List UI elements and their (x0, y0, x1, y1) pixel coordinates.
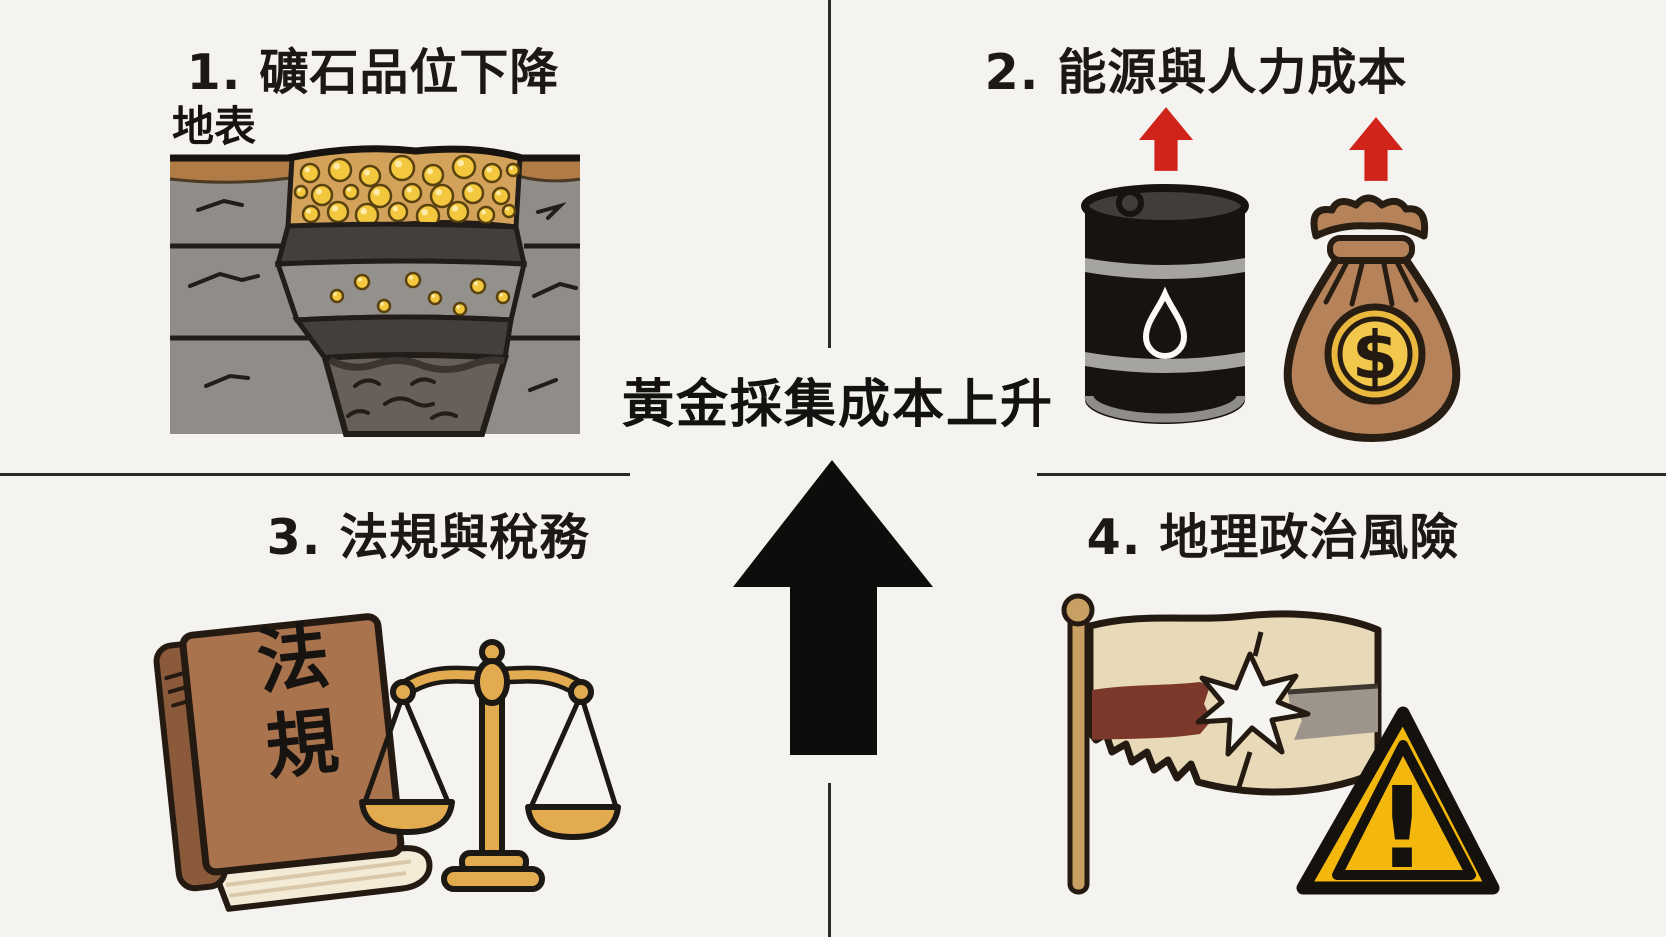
surface-label: 地表 (172, 102, 257, 151)
scale-post (479, 687, 505, 863)
quadrant3-title: 3. 法規與稅務 (266, 509, 590, 566)
rock-cracks (188, 198, 578, 392)
red-arrow-shape (1138, 107, 1194, 171)
barrel-band-top (1085, 258, 1245, 279)
dark-rock-band-2 (292, 314, 514, 361)
stripe-shadow (1287, 683, 1379, 695)
warning-triangle-ring (1332, 740, 1476, 880)
page-lines (226, 859, 412, 898)
barrel-cap (1116, 189, 1144, 217)
topsoil-edge (169, 174, 581, 184)
divider-vertical-bottom (828, 783, 831, 937)
barrel-band-bottom (1085, 352, 1245, 373)
scale-knob (474, 658, 510, 706)
topsoil-right (518, 158, 580, 181)
shaft-wavy-edge (328, 356, 505, 373)
scale-base-bottom (441, 866, 545, 892)
bag-pleats (1323, 261, 1419, 307)
red-up-arrow-icon (1138, 107, 1194, 171)
beam-tip-left (390, 679, 416, 705)
deep-shaft (321, 352, 509, 437)
rock-joints (170, 243, 580, 341)
center-title: 黃金採集成本上升 (621, 375, 1054, 435)
surface-line (170, 145, 580, 162)
quadrant4-title: 4. 地理政治風險 (1086, 509, 1460, 566)
flag-tear-hole (1195, 651, 1311, 757)
bag-ruffle (1310, 194, 1429, 240)
warning-triangle-icon: ! (1296, 706, 1500, 895)
gold-nuggets-sparse (329, 271, 511, 317)
money-bag-icon: $ (1283, 194, 1461, 443)
warning-exclamation: ! (1376, 764, 1427, 894)
left-rock-wall (170, 158, 346, 434)
big-arrow-shape (733, 460, 933, 755)
right-rock-wall (482, 158, 580, 434)
quadrant2-title: 2. 能源與人力成本 (984, 44, 1408, 101)
scale-pan-left (359, 799, 455, 835)
big-up-arrow-icon (733, 460, 933, 755)
bag-tie (1327, 235, 1415, 263)
shaft-cracks (346, 377, 458, 420)
divider-horizontal-right (1037, 473, 1666, 476)
torn-flag-icon (1061, 593, 1382, 895)
barrel-bottom-rim (1084, 395, 1246, 423)
balance-scale-icon (359, 639, 621, 892)
red-arrow-shape (1348, 117, 1404, 181)
book-pages (211, 845, 433, 912)
divider-horizontal-left (0, 473, 630, 476)
gold-nuggets-rich (293, 154, 521, 229)
scale-pan-right (525, 804, 621, 840)
flag-pole (1067, 613, 1090, 895)
mine-cross-section-illustration (169, 145, 581, 437)
red-up-arrow-icon (1348, 117, 1404, 181)
beam-tip-right (568, 679, 594, 705)
divider-vertical-top (828, 0, 831, 348)
barrel-lid (1081, 184, 1249, 228)
flag-stripe-grey (1288, 686, 1378, 740)
flag-stripe-maroon (1092, 682, 1212, 740)
topsoil-left (170, 158, 292, 183)
dark-rock-band-1 (274, 221, 528, 267)
oil-barrel-icon (1081, 184, 1249, 424)
quadrant1-title: 1. 礦石品位下降 (186, 44, 560, 101)
coin-dollar-symbol: $ (1352, 317, 1398, 394)
scale-strings (362, 693, 619, 809)
coin-inner-ring (1337, 316, 1413, 392)
flag-pole-knob (1061, 593, 1095, 627)
gold-ore-layer-sparse (274, 258, 528, 323)
book-cover-label: 法規 (240, 617, 343, 797)
flag-cracks (1235, 631, 1264, 791)
oil-drop-icon (1142, 286, 1188, 359)
